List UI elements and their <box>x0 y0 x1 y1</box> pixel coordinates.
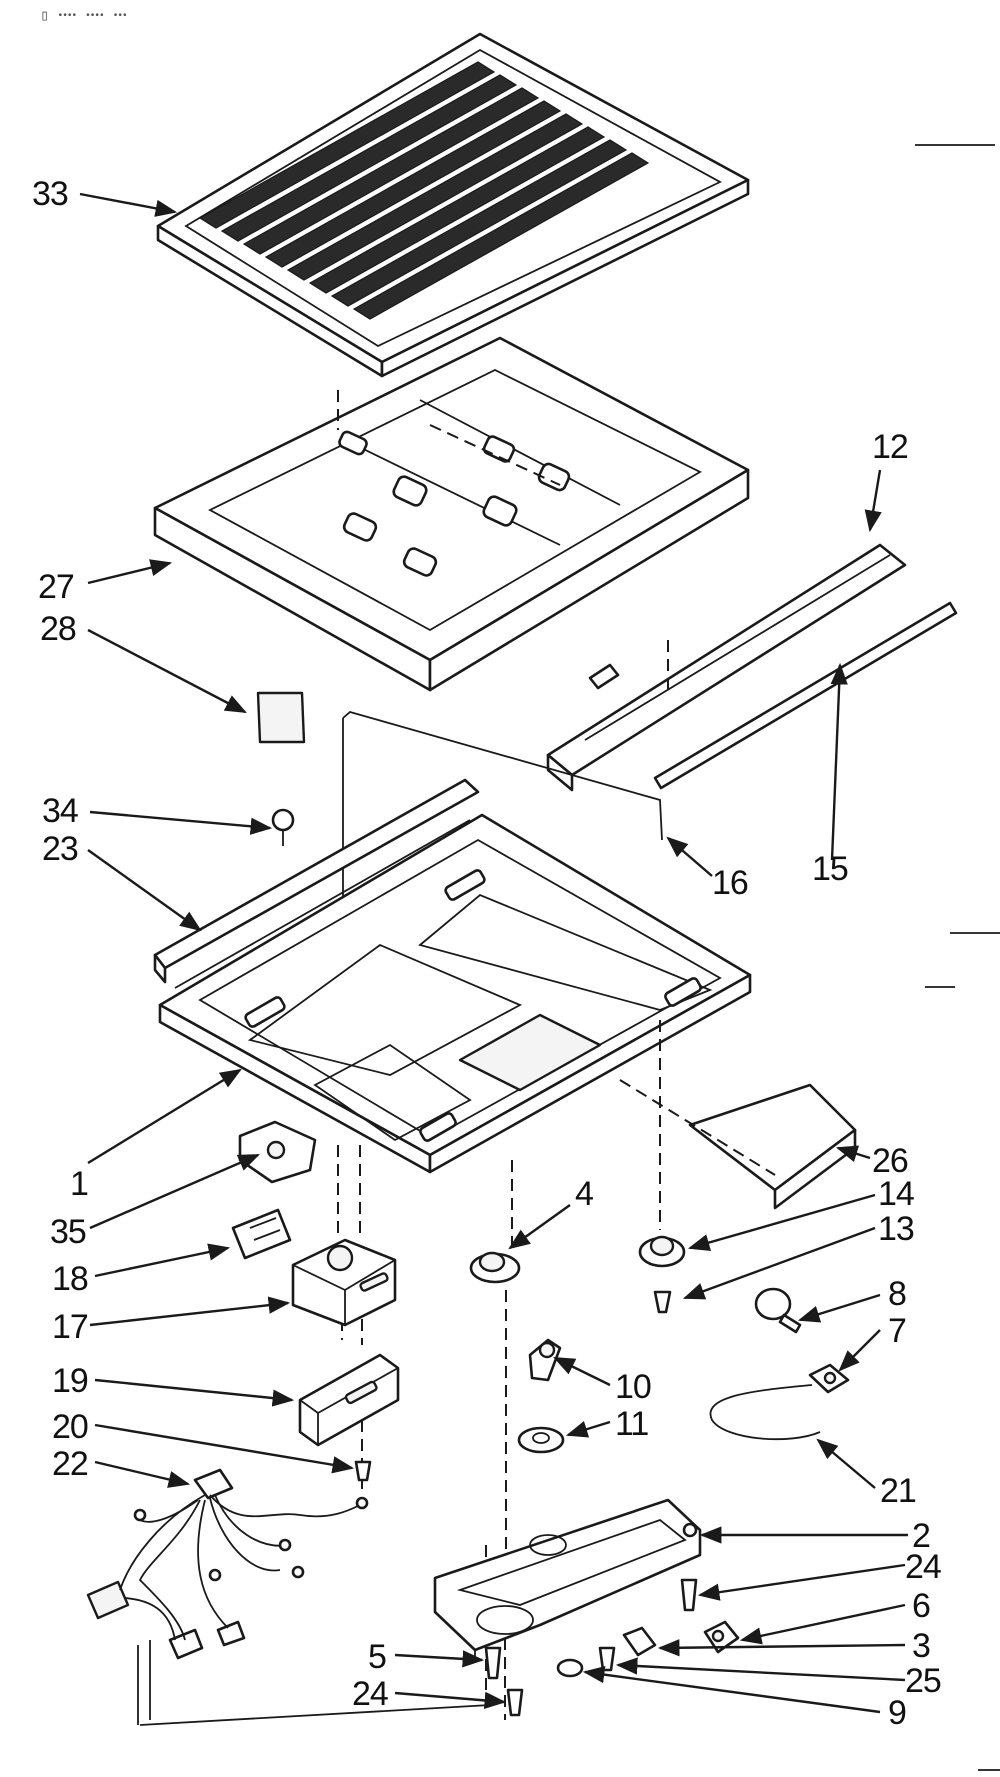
part-26-wedge <box>688 1083 857 1210</box>
part-12-rail <box>546 543 907 792</box>
callout-6: 6 <box>912 1587 930 1625</box>
part-33-grille <box>156 32 750 378</box>
callout-5: 5 <box>368 1638 386 1676</box>
part-20-screw <box>354 1460 372 1482</box>
part-8-bulb <box>754 1287 802 1334</box>
callout-2: 2 <box>912 1517 930 1555</box>
callout-28: 28 <box>40 610 76 648</box>
part-28-clip <box>256 691 306 744</box>
callout-14: 14 <box>878 1175 914 1213</box>
part-3-fitting <box>622 1626 657 1657</box>
part-5-screw <box>484 1646 502 1680</box>
callout-1: 1 <box>70 1165 88 1203</box>
callout-27: 27 <box>38 568 74 606</box>
callout-9: 9 <box>888 1694 906 1732</box>
callout-21: 21 <box>880 1472 916 1510</box>
part-27-cover <box>153 336 750 692</box>
part-7-socket <box>808 1363 850 1394</box>
part-18-plate <box>231 1208 292 1260</box>
part-6-connector <box>703 1620 740 1654</box>
scan-header-text: ▯ ꞏꞏꞏꞏ ꞏꞏꞏꞏ ꞏꞏꞏ <box>40 6 127 24</box>
callout-25: 25 <box>905 1662 941 1700</box>
callout-12: 12 <box>872 428 908 466</box>
callout-19: 19 <box>52 1362 88 1400</box>
callout-24-lower: 24 <box>352 1675 388 1713</box>
callout-26: 26 <box>872 1142 908 1180</box>
part-1-pan <box>158 813 752 1174</box>
callout-4: 4 <box>575 1175 593 1213</box>
part-23-rail <box>153 778 480 984</box>
callout-11: 11 <box>615 1405 648 1443</box>
callout-8: 8 <box>888 1275 906 1313</box>
callout-3: 3 <box>912 1627 930 1665</box>
callout-labels: 33 12 27 28 15 34 23 16 1 26 4 14 35 13 … <box>32 175 942 1732</box>
callout-35: 35 <box>50 1213 86 1251</box>
part-21-wire <box>709 1384 821 1441</box>
callout-17: 17 <box>52 1308 88 1346</box>
callout-34: 34 <box>42 792 78 830</box>
part-24-screw-lower <box>506 1688 524 1717</box>
part-22-harness <box>86 1468 491 1726</box>
callout-10: 10 <box>615 1368 651 1406</box>
part-15-strip <box>653 601 958 790</box>
part-35-bracket <box>238 1120 317 1184</box>
part-13-screw <box>653 1290 672 1314</box>
callout-16: 16 <box>712 864 748 902</box>
part-17-housing <box>291 1238 397 1327</box>
callout-23: 23 <box>42 830 78 868</box>
part-34-fastener <box>271 808 295 846</box>
callout-15: 15 <box>812 850 848 888</box>
margin-marks <box>915 144 1000 1771</box>
callout-13: 13 <box>878 1210 914 1248</box>
part-19-bracket <box>298 1353 400 1447</box>
leader-lines <box>79 192 908 1714</box>
part-24-screw-upper <box>680 1578 698 1612</box>
callout-20: 20 <box>52 1408 88 1446</box>
part-9-nut <box>556 1658 584 1678</box>
callout-33: 33 <box>32 175 68 213</box>
part-14-fitting <box>638 1235 686 1268</box>
callout-7: 7 <box>888 1312 906 1350</box>
part-2-tray <box>433 1498 702 1660</box>
part-4-grommet <box>469 1251 521 1284</box>
part-11-washer <box>517 1426 565 1454</box>
part-25-screw <box>598 1646 616 1672</box>
callout-22: 22 <box>52 1445 88 1483</box>
part-10-switch <box>528 1338 562 1382</box>
callout-24-upper: 24 <box>905 1548 941 1586</box>
callout-18: 18 <box>52 1260 88 1298</box>
